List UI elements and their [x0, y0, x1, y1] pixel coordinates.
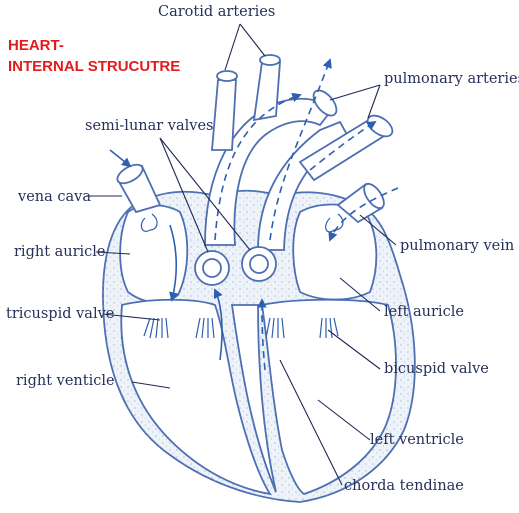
label-right-ventricle: right venticle: [16, 373, 115, 389]
label-left-auricle: left auricle: [384, 304, 464, 320]
title-line-1: HEART-: [8, 37, 64, 54]
right-auricle-chamber: [119, 204, 189, 304]
pulmonary-artery-opening-1: [312, 89, 338, 117]
carotid-opening-left: [216, 70, 238, 82]
flow-right-auricle: [169, 224, 179, 302]
label-semi-lunar-valves: semi-lunar valves: [85, 118, 214, 134]
leader-lines: [86, 23, 397, 486]
vena-cava-opening: [116, 163, 144, 185]
label-right-auricle: right auricle: [14, 244, 106, 260]
label-bicuspid-valve: bicuspid valve: [384, 361, 489, 377]
pulmonary-trunk: [257, 120, 352, 251]
pulmonary-valve-inner: [249, 254, 269, 274]
label-left-ventricle: left ventricle: [370, 432, 464, 448]
carotid-branch-left: [211, 79, 237, 151]
carotid-branch-right: [252, 61, 281, 122]
label-carotid-arteries: Carotid arteries: [158, 4, 275, 20]
flow-aorta: [214, 92, 302, 241]
label-vena-cava: vena cava: [17, 189, 91, 205]
septum: [230, 304, 277, 493]
right-auricle-cusp: [140, 213, 158, 232]
flow-pulmonary-branch: [309, 120, 377, 171]
label-pulmonary-vein: pulmonary vein: [400, 238, 514, 254]
right-ventricle-chamber: [120, 298, 272, 496]
label-chorda-tendinae: chorda tendinae: [344, 478, 464, 494]
tricuspid-flaps: [143, 317, 215, 339]
label-tricuspid-valve: tricuspid valve: [6, 306, 114, 322]
flow-left-ventricle: [257, 298, 267, 371]
title-block: HEART- INTERNAL STRUCUTRE: [8, 37, 180, 75]
left-auricle-cusp: [325, 213, 344, 233]
flow-right-ventricle: [213, 288, 223, 361]
title-line-2: INTERNAL STRUCUTRE: [8, 58, 180, 75]
label-pulmonary-arteries: pulmonary arteries: [384, 71, 519, 87]
heart-illustration: [102, 54, 416, 503]
aortic-valve-inner: [202, 258, 222, 278]
vena-cava-inflow: [109, 149, 132, 168]
pulmonary-vein-opening: [363, 182, 385, 210]
labels: Carotid arteries pulmonary arteries semi…: [6, 4, 519, 494]
bicuspid-flaps: [265, 317, 339, 339]
flow-pulmonary-artery: [269, 58, 332, 241]
carotid-opening-right: [259, 54, 281, 66]
left-ventricle-chamber: [260, 298, 397, 495]
